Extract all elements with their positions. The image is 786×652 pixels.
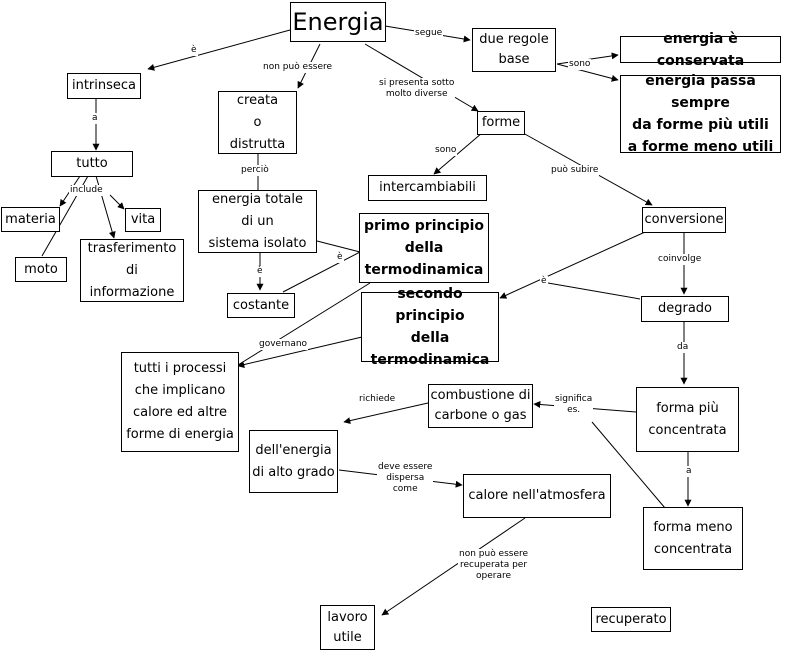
label-sono-regole: sono <box>568 59 592 70</box>
node-forma-meno[interactable]: forma meno concentrata <box>643 507 743 570</box>
node-forme[interactable]: forme <box>477 111 525 135</box>
label-si-presenta: si presenta sotto molto diverse <box>378 78 456 100</box>
node-forma-piu[interactable]: forma più concentrata <box>636 387 739 452</box>
edge-primo-processi <box>237 282 371 366</box>
node-primo-principio[interactable]: primo principio della termodinamica <box>359 213 489 283</box>
edge-formameno-significa <box>591 421 666 509</box>
node-recuperato[interactable]: recuperato <box>591 607 671 632</box>
label-include: include <box>69 185 104 196</box>
label-da: da <box>676 342 690 353</box>
node-materia[interactable]: materia <box>1 207 60 232</box>
node-energia-totale[interactable]: energia totale di un sistema isolato <box>198 190 317 253</box>
node-degrado[interactable]: degrado <box>641 296 729 322</box>
edge-energia-forme <box>364 43 479 112</box>
label-non-puo-essere: non può essere <box>262 62 334 73</box>
label-richiede: richiede <box>358 394 397 405</box>
edge-degrado-secondo <box>547 282 641 300</box>
node-lavoro[interactable]: lavoro utile <box>320 605 375 650</box>
label-coinvolge: coinvolge <box>657 254 703 265</box>
edge-combustione-altogrado <box>343 402 429 425</box>
label-e-costante: è <box>256 266 264 277</box>
label-segue: segue <box>414 28 444 39</box>
label-governano: governano <box>258 339 309 350</box>
node-trasferimento[interactable]: trasferimento di informazione <box>80 239 184 302</box>
label-a-tutto: a <box>91 113 99 124</box>
node-energia[interactable]: Energia <box>290 2 386 42</box>
label-significa: significa es. <box>554 394 594 416</box>
node-intercambiabili[interactable]: intercambiabili <box>368 175 487 201</box>
label-sono-forme: sono <box>434 145 458 156</box>
node-moto[interactable]: moto <box>15 257 67 282</box>
node-combustione[interactable]: combustione di carbone o gas <box>428 384 533 428</box>
node-creata[interactable]: creata o distrutta <box>218 91 297 154</box>
node-conversione[interactable]: conversione <box>642 207 726 233</box>
node-energia-passa[interactable]: energia passa sempre da forme più utili … <box>620 73 781 155</box>
node-tutti-processi[interactable]: tutti i processi che implicano calore ed… <box>121 352 239 452</box>
edge-forme-interc <box>433 132 483 175</box>
edge-totale-primo <box>316 240 361 253</box>
label-non-recuperata: non può essere recuperata per operare <box>458 549 530 582</box>
node-energia-conservata[interactable]: energia è conservata <box>620 31 781 69</box>
label-e-intrinseca: è <box>190 45 198 56</box>
node-tutto[interactable]: tutto <box>51 151 133 177</box>
edge-tutto-vita <box>109 194 125 210</box>
label-e-primo: è <box>336 252 344 263</box>
edge-secondo-processi <box>237 336 363 368</box>
label-a-forma-meno: a <box>685 466 693 477</box>
node-secondo-principio[interactable]: secondo principio della termodinamica <box>361 286 499 368</box>
edge-regole-passa <box>556 63 619 82</box>
label-deve-essere: deve essere dispersa come <box>377 462 434 495</box>
label-percio: perciò <box>240 165 270 176</box>
node-alto-grado[interactable]: dell'energia di alto grado <box>249 430 338 493</box>
node-calore[interactable]: calore nell'atmosfera <box>463 474 611 518</box>
node-intrinseca[interactable]: intrinseca <box>67 73 141 99</box>
edge-calore-lavoro <box>381 517 526 616</box>
node-due-regole[interactable]: due regole base <box>472 28 556 72</box>
edge-energia-intrinseca <box>147 29 291 71</box>
label-e-secondo: è <box>540 276 548 287</box>
node-vita[interactable]: vita <box>125 208 161 232</box>
edge-conversione-secondo <box>499 231 646 299</box>
label-puo-subire: può subire <box>550 165 600 176</box>
edge-costante-primo <box>282 251 361 293</box>
node-costante[interactable]: costante <box>227 293 295 318</box>
